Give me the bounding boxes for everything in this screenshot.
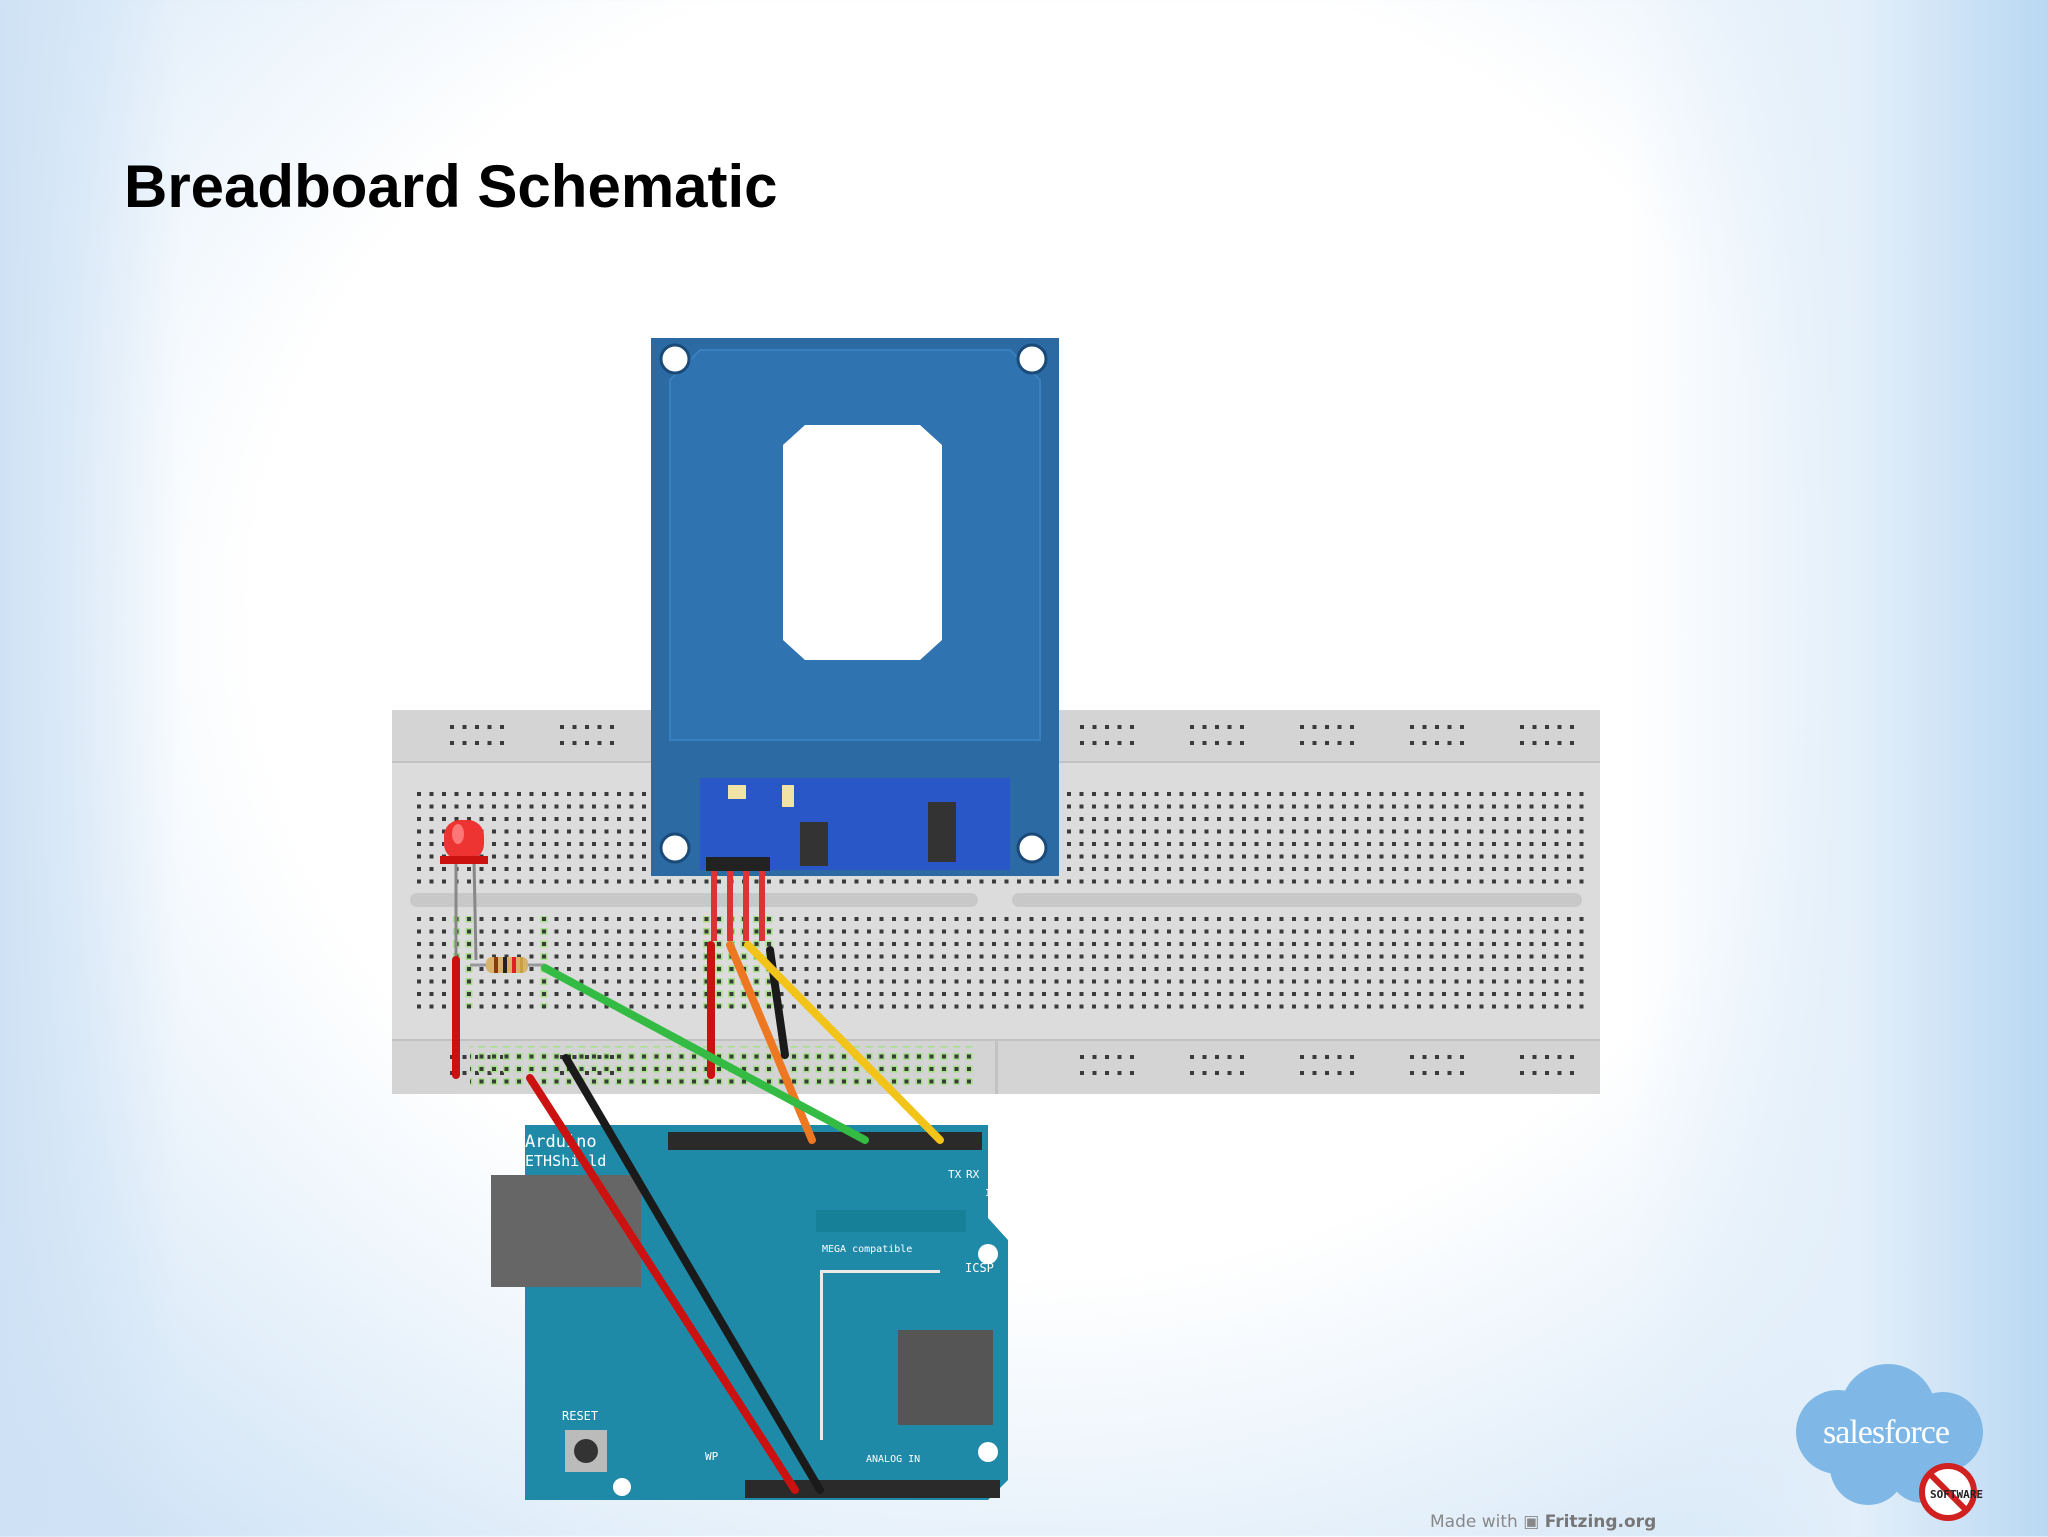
slide-title: Breadboard Schematic [124,153,778,220]
fritzing-link: Fritzing.org [1544,1512,1657,1532]
fritzing-icon: ▣ [1523,1512,1540,1532]
logo-text: salesforce [1823,1414,1950,1451]
rx-label: RX [966,1168,980,1181]
resistor [470,957,545,973]
software-badge: SOFTWARE [1930,1488,1983,1501]
arduino-brand-label: Arduino [525,1132,597,1152]
rfid-reader-module [651,338,1059,941]
icsp-label: ICSP [965,1261,994,1275]
reset-label: RESET [562,1409,598,1423]
fritzing-credit: Made with ▣ Fritzing.org [1430,1512,1656,1532]
arduino-shield-label: ETHShield [525,1152,606,1170]
salesforce-logo: SOFTWARE salesforce [1778,1362,2000,1532]
analog-in-label: ANALOG IN [866,1454,920,1465]
wire-black-ground [562,1054,824,1494]
wire-red-power [526,1074,799,1494]
red-led [440,820,488,961]
int-label: INT [985,1188,1003,1199]
mega-compatible-label: MEGA compatible [822,1244,912,1255]
left-edge-gradient [0,0,180,1536]
wire-yellow [744,941,944,1144]
right-edge-gradient [1628,0,2048,1536]
wires [452,941,944,1494]
wire-green [541,964,869,1144]
arduino-ethernet-shield: Arduino ETHShield RESET WP ICSP MEGA com… [491,1125,1008,1500]
wp-label: WP [705,1450,719,1463]
made-with-text: Made with [1430,1512,1518,1532]
tx-label: TX [948,1168,962,1181]
